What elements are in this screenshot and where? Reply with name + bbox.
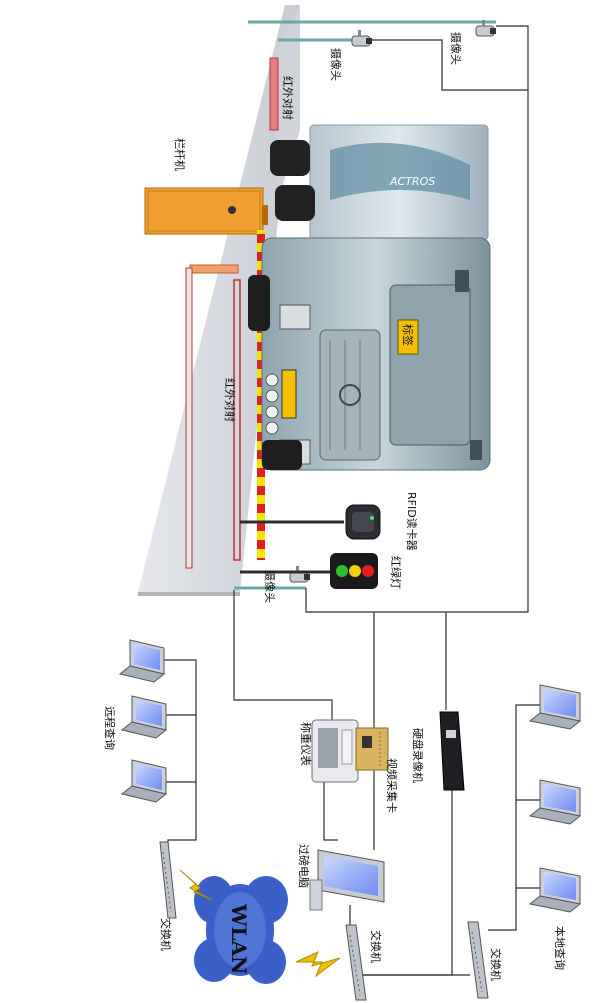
lightning-icon (179, 869, 213, 901)
truck-tag-label: 标签 (401, 324, 415, 346)
switch-right-label: 交换机 (489, 948, 503, 981)
camera-bottom-label: 摄像头 (263, 570, 277, 603)
switch-center-label: 交换机 (369, 930, 383, 963)
rfid-reader-label: RFID读卡器 (405, 492, 419, 551)
video-capture-card (355, 727, 389, 771)
weighbridge-pc-label: 过磅电脑 (297, 844, 311, 888)
switch-right (467, 921, 489, 999)
laptop-icon (528, 779, 582, 825)
laptop-icon (528, 867, 582, 913)
traffic-light-label: 红绿灯 (389, 556, 403, 589)
camera-right-top-label: 摄像头 (449, 32, 463, 65)
traffic-light (330, 553, 378, 589)
truck-tag: 标签 (397, 319, 419, 355)
dvr (439, 711, 465, 791)
svg-text:ACTROS: ACTROS (389, 175, 435, 188)
infrared-bottom-label: 红外对射 (223, 378, 237, 422)
infrared-sensor-top (185, 57, 279, 569)
laptop-icon (120, 695, 168, 739)
switch-center (345, 924, 367, 1001)
remote-query-label: 远程查询 (103, 706, 117, 750)
weighing-instrument (311, 719, 359, 783)
laptop-icon (528, 684, 582, 730)
rfid-reader (345, 504, 381, 540)
truck: ACTROS (248, 124, 491, 471)
camera-left-top-label: 摄像头 (329, 48, 343, 81)
camera-icon (475, 20, 496, 37)
barrier-label: 栏杆机 (173, 138, 187, 171)
video-capture-card-label: 视频采集卡 (385, 758, 399, 813)
camera-icon (351, 30, 372, 47)
weighbridge-pc (309, 849, 385, 911)
infrared-top-label: 红外对射 (281, 76, 295, 120)
infrared-beam (257, 230, 265, 560)
weighing-instrument-label: 称重仪表 (299, 722, 313, 766)
wlan-label: WLAN (227, 903, 251, 974)
dvr-label: 硬盘录像机 (411, 728, 425, 783)
barrier-gate (144, 187, 268, 235)
switch-left (159, 841, 177, 919)
wlan-cloud: WLAN (194, 876, 288, 984)
laptop-icon (120, 759, 168, 803)
local-query-label: 本地查询 (553, 926, 567, 970)
laptop-icon (118, 639, 166, 683)
lightning-icon (295, 951, 341, 978)
switch-left-label: 交换机 (159, 918, 173, 951)
camera-icon (289, 566, 310, 583)
